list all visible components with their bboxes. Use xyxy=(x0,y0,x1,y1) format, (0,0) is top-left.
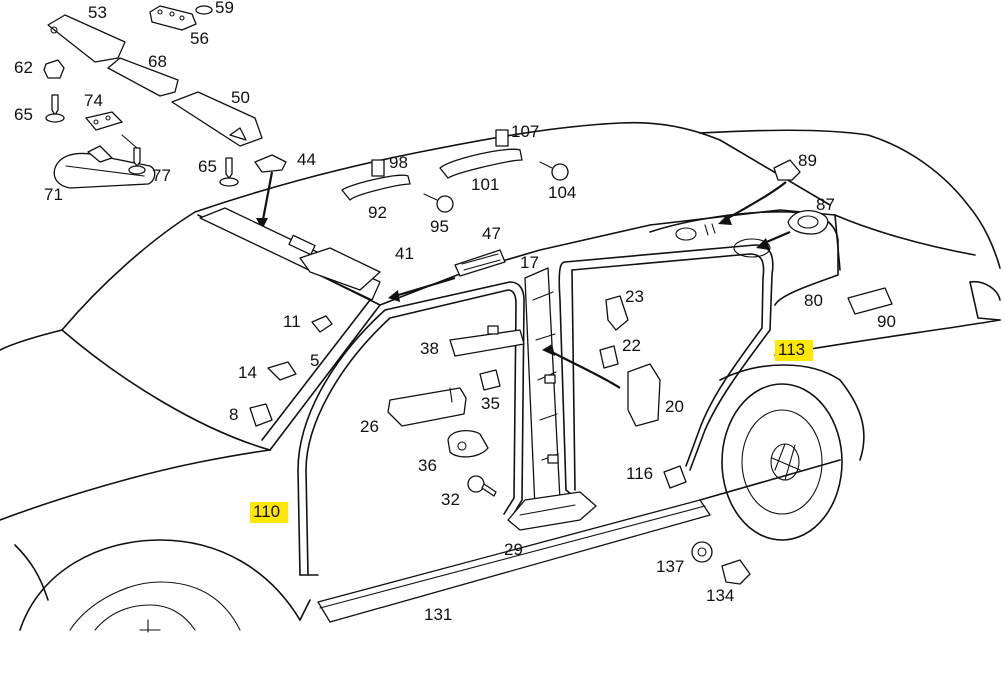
part-label-101: 101 xyxy=(471,175,499,194)
part-label-90: 90 xyxy=(877,312,896,331)
part-label-89: 89 xyxy=(798,151,817,170)
clip-8 xyxy=(249,403,273,427)
block-90 xyxy=(847,287,893,315)
clip-116 xyxy=(663,465,687,489)
part-label-65a: 65 xyxy=(14,105,33,124)
part-label-29: 29 xyxy=(504,540,523,559)
clip-89 xyxy=(718,159,801,225)
part-label-17: 17 xyxy=(520,253,539,272)
part-label-11: 11 xyxy=(283,312,301,331)
part-label-35: 35 xyxy=(481,394,500,413)
part-label-41: 41 xyxy=(395,244,414,263)
trim-38 xyxy=(449,325,525,357)
mirror-mount-74 xyxy=(85,111,123,131)
part-label-20: 20 xyxy=(665,397,684,416)
screw-104 xyxy=(539,161,569,181)
part-label-98: 98 xyxy=(389,153,408,172)
part-label-44: 44 xyxy=(297,150,316,169)
part-label-8: 8 xyxy=(229,405,238,424)
label-highlight-113 xyxy=(775,340,813,361)
b-pillar-trim xyxy=(507,267,597,531)
clip-44 xyxy=(254,154,287,230)
screw-32 xyxy=(467,475,497,497)
part-label-56: 56 xyxy=(190,29,209,48)
screw-77 xyxy=(121,134,146,175)
part-label-59: 59 xyxy=(215,0,234,17)
part-label-77: 77 xyxy=(152,166,171,185)
screw-95 xyxy=(423,193,454,213)
part-label-87: 87 xyxy=(816,195,835,214)
label-highlight-110 xyxy=(250,502,288,523)
clip-14 xyxy=(267,361,297,381)
cover-87 xyxy=(756,210,829,250)
part-labels: 53 59 56 62 68 74 50 65 77 65 44 71 98 107 89 101 104 92 9… xyxy=(14,0,896,624)
part-label-38: 38 xyxy=(420,339,439,358)
cover-36 xyxy=(447,429,489,458)
part-label-36: 36 xyxy=(418,456,437,475)
part-label-95: 95 xyxy=(430,217,449,236)
sill-trim xyxy=(317,499,711,623)
screw-65b xyxy=(219,157,239,187)
sun-visors xyxy=(47,14,263,147)
dome-lamp-56 xyxy=(149,5,213,31)
part-label-80: 80 xyxy=(804,291,823,310)
part-label-110: 110 xyxy=(253,502,280,521)
door-seals xyxy=(297,244,774,576)
screw-65a xyxy=(45,94,65,123)
part-label-23: 23 xyxy=(625,287,644,306)
pad-47 xyxy=(388,249,506,302)
fastener-134 xyxy=(721,559,751,585)
clip-62 xyxy=(43,59,65,79)
part-label-131: 131 xyxy=(424,605,452,624)
part-label-137: 137 xyxy=(656,557,684,576)
grab-handle-101 xyxy=(439,129,523,179)
part-label-5: 5 xyxy=(310,351,319,370)
part-label-62: 62 xyxy=(14,58,33,77)
mirror-71 xyxy=(53,145,156,189)
part-label-26: 26 xyxy=(360,417,379,436)
car-body-outline xyxy=(0,121,1001,633)
clip-35 xyxy=(479,369,501,391)
fastener-137 xyxy=(691,541,713,563)
part-label-104: 104 xyxy=(548,183,576,202)
part-label-134: 134 xyxy=(706,586,734,605)
part-label-92: 92 xyxy=(368,203,387,222)
part-label-74: 74 xyxy=(84,91,103,110)
cover-20 xyxy=(627,363,661,427)
part-label-14: 14 xyxy=(238,363,257,382)
part-label-47: 47 xyxy=(482,224,501,243)
part-label-107: 107 xyxy=(511,122,539,141)
bracket-23-22 xyxy=(542,295,629,389)
part-label-71: 71 xyxy=(44,185,63,204)
trim-26 xyxy=(387,387,467,427)
part-label-53: 53 xyxy=(88,3,107,22)
part-label-32: 32 xyxy=(441,490,460,509)
part-label-65b: 65 xyxy=(198,157,217,176)
part-label-116: 116 xyxy=(626,464,653,483)
part-label-50: 50 xyxy=(231,88,250,107)
part-label-68: 68 xyxy=(148,52,167,71)
part-label-113: 113 xyxy=(778,340,805,359)
part-label-22: 22 xyxy=(622,336,641,355)
grab-handle-92 xyxy=(341,159,411,201)
front-headliner-console xyxy=(199,207,381,301)
clip-11 xyxy=(311,315,333,333)
